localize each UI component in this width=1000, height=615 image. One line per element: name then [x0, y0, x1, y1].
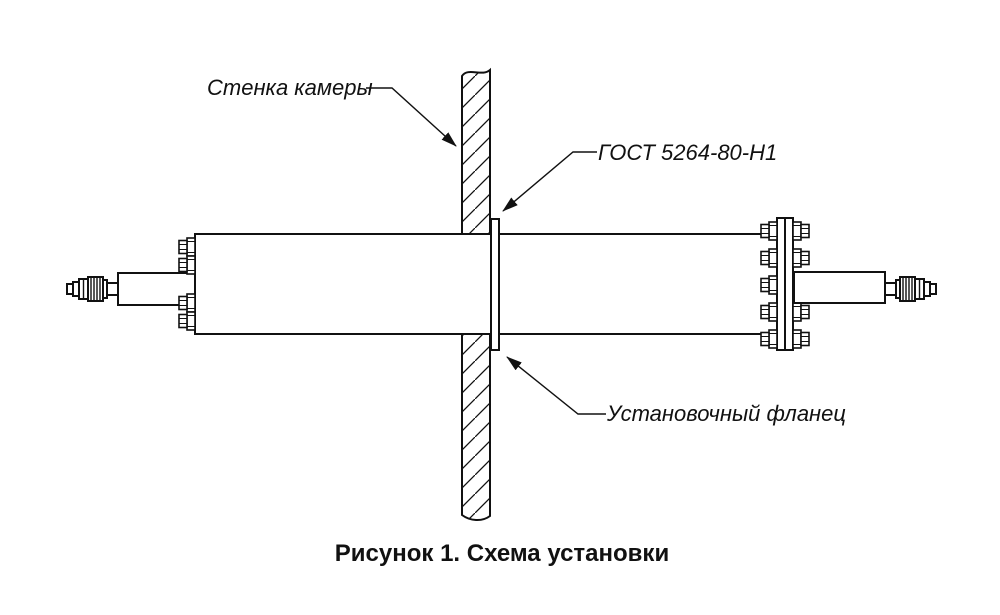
chamber-wall-upper-section	[461, 67, 491, 235]
weld-standard-label: ГОСТ 5264-80-Н1	[598, 140, 777, 165]
right-body	[793, 271, 886, 304]
left-shaft	[106, 282, 119, 296]
right-flange-joint	[760, 217, 810, 351]
right-drive-assembly	[793, 271, 937, 304]
bolt	[760, 221, 778, 241]
main-tube	[194, 233, 778, 335]
right-rf-connector	[895, 276, 937, 302]
bolt	[178, 237, 196, 257]
weld-standard-leader-line	[502, 151, 597, 212]
chamber-wall-label: Стенка камеры	[207, 75, 373, 100]
bolt	[760, 302, 778, 322]
chamber-wall-lower-section	[461, 333, 491, 521]
chamber-wall	[461, 67, 491, 521]
nut	[792, 302, 810, 322]
nut	[792, 248, 810, 268]
figure-caption: Рисунок 1. Схема установки	[335, 540, 669, 567]
bolt	[760, 248, 778, 268]
bolt	[760, 329, 778, 349]
bolt	[178, 311, 196, 331]
bolt	[178, 255, 196, 275]
bolt	[760, 275, 778, 295]
right-flange-plate-left	[776, 217, 786, 351]
mounting-flange-leader-line	[506, 356, 606, 415]
nut	[792, 329, 810, 349]
left-drive-assembly	[66, 272, 196, 306]
mounting-flange-plate	[490, 218, 500, 351]
bolt	[178, 293, 196, 313]
chamber-wall-leader-line	[366, 87, 457, 147]
nut	[792, 221, 810, 241]
mounting-flange-label: Установочный фланец	[606, 401, 846, 426]
left-rf-connector	[66, 276, 108, 302]
right-flange-plate-right	[784, 217, 794, 351]
right-shaft	[884, 282, 897, 296]
